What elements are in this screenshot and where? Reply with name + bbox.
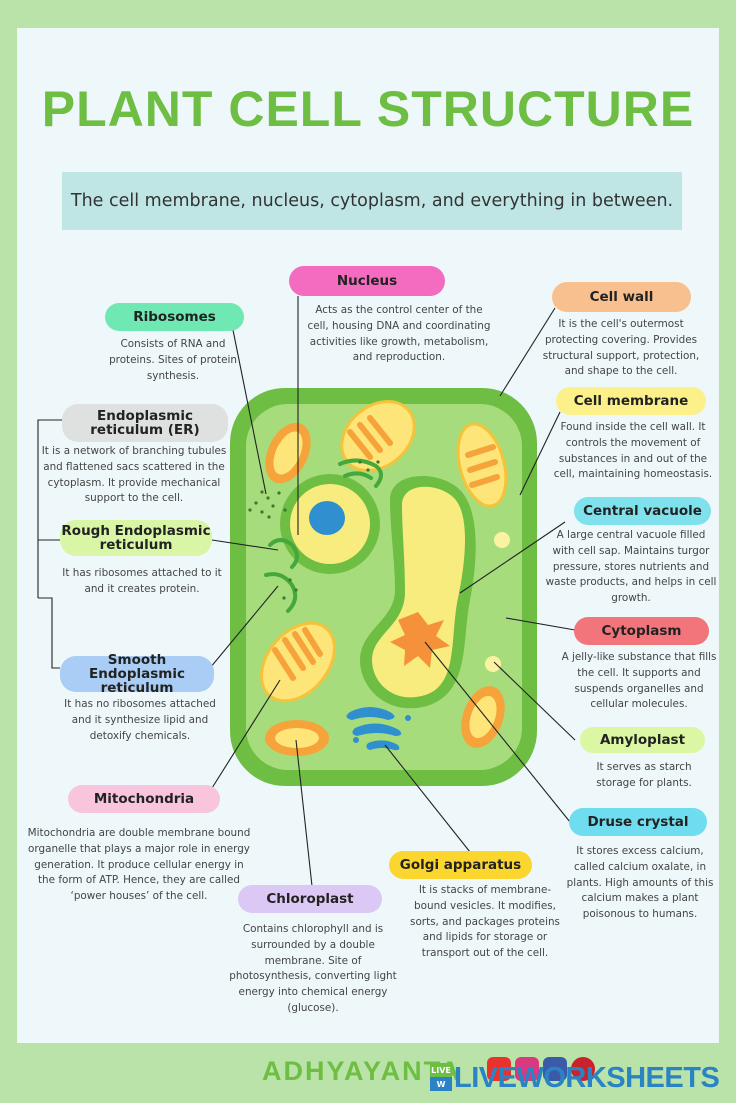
desc-cytoplasm: A jelly-like substance that fills the ce… [561, 651, 717, 711]
chloroplast-shape [340, 400, 416, 472]
desc-golgi: It is stacks of membrane-bound vesicles.… [410, 884, 560, 960]
label-rough-er: Rough Endoplasmic reticulum [60, 520, 212, 556]
mitochondrion-shape [265, 720, 329, 756]
golgi-shape [346, 707, 411, 751]
liveworksheets-logo[interactable]: LIVEWORKSHEETS [454, 1062, 720, 1094]
amyloplast-shape [485, 656, 501, 672]
badge-top: LIVE [430, 1063, 452, 1077]
desc-central-vacuole: A large central vacuole filled with cell… [545, 529, 717, 605]
desc-smooth-er: It has no ribosomes attached and it synt… [64, 698, 216, 742]
druse-crystal-shape [390, 612, 450, 668]
label-nucleus: Nucleus [289, 266, 445, 296]
brand-logo: ADHYAYANTA [262, 1056, 462, 1086]
label-cytoplasm: Cytoplasm [574, 617, 709, 645]
label-cell-wall: Cell wall [552, 282, 691, 312]
chloroplast-shape [260, 621, 336, 703]
desc-cell-membrane: Found inside the cell wall. It controls … [553, 421, 713, 481]
desc-cell-wall: It is the cell's outermost protecting co… [542, 318, 700, 378]
instagram-icon[interactable] [515, 1057, 539, 1081]
page-title: PLANT CELL STRUCTURE [41, 81, 695, 137]
label-er: Endoplasmic reticulum (ER) [62, 404, 228, 442]
desc-amyloplast: It serves as starch storage for plants. [596, 761, 692, 789]
desc-mitochondria: Mitochondria are double membrane bound o… [27, 827, 251, 903]
ribosome-dots [248, 460, 380, 600]
label-amyloplast: Amyloplast [580, 727, 705, 753]
amyloplast-shape [494, 532, 510, 548]
desc-chloroplast: Contains chlorophyll and is surrounded b… [229, 923, 397, 1014]
chloroplast-shape [456, 422, 508, 508]
pinterest-icon[interactable] [571, 1057, 595, 1081]
subtitle: The cell membrane, nucleus, cytoplasm, a… [62, 172, 682, 230]
label-druse-crystal: Druse crystal [569, 808, 707, 836]
mitochondrion-shape [461, 686, 505, 748]
leader-lines [37, 296, 576, 887]
er-shape [264, 458, 383, 613]
label-chloroplast: Chloroplast [238, 885, 382, 913]
desc-ribosomes: Consists of RNA and proteins. Sites of p… [109, 338, 237, 382]
desc-druse-crystal: It stores excess calcium, called calcium… [566, 845, 714, 921]
desc-rough-er: It has ribosomes attached to it and it c… [62, 567, 222, 595]
label-smooth-er: Smooth Endoplasmic reticulum [60, 653, 214, 695]
nucleolus-shape [309, 501, 345, 535]
mitochondrion-shape [265, 422, 311, 484]
youtube-icon[interactable] [487, 1057, 511, 1081]
label-cell-membrane: Cell membrane [556, 387, 706, 415]
liveworksheets-badge: LIVE W [430, 1063, 452, 1091]
label-ribosomes: Ribosomes [105, 303, 244, 331]
facebook-icon[interactable] [543, 1057, 567, 1081]
desc-nucleus: Acts as the control center of the cell, … [307, 304, 491, 364]
badge-bottom: W [430, 1077, 452, 1091]
label-golgi: Golgi apparatus [389, 851, 532, 879]
label-mitochondria: Mitochondria [68, 785, 220, 813]
desc-er: It is a network of branching tubules and… [41, 445, 227, 505]
label-central-vacuole: Central vacuole [574, 497, 711, 525]
